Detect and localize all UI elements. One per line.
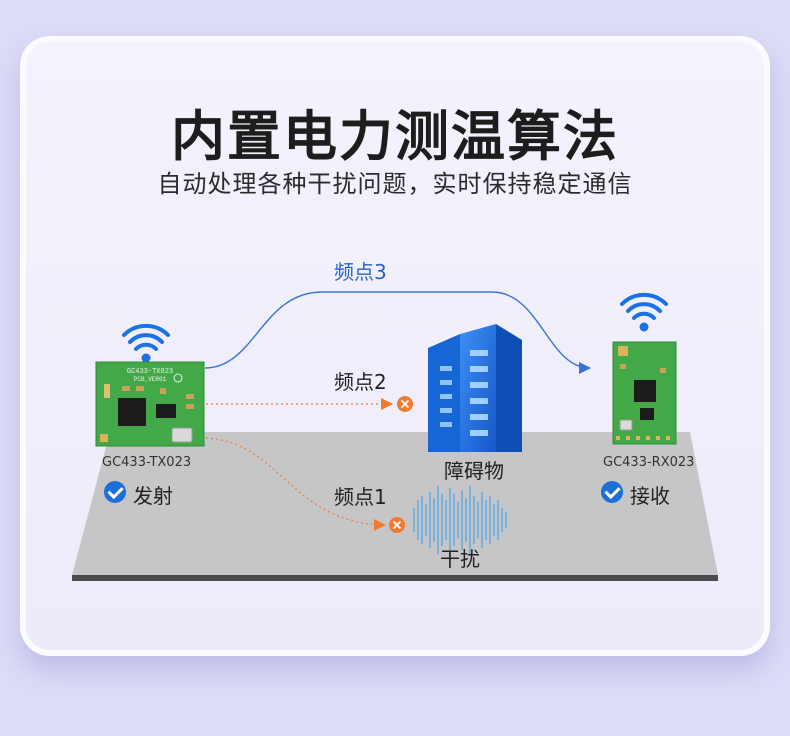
channel-2-arrowhead xyxy=(381,398,393,410)
channel-1-arrowhead xyxy=(374,519,386,531)
channel-3-label: 频点3 xyxy=(334,260,387,284)
page-subtitle: 自动处理各种干扰问题，实时保持稳定通信 xyxy=(157,170,633,198)
channel-2-label: 频点2 xyxy=(334,370,387,394)
wifi-icon xyxy=(122,323,170,363)
floor-slab xyxy=(72,432,718,581)
wifi-icon xyxy=(620,292,668,332)
transmitter-model: GC433-TX023 xyxy=(102,455,192,470)
obstacle-label: 障碍物 xyxy=(444,459,504,483)
interference-wave-icon xyxy=(413,486,507,554)
svg-text:GC433-TX023: GC433-TX023 xyxy=(127,368,173,376)
svg-text:PCB_VER01: PCB_VER01 xyxy=(134,376,167,383)
transmitter-role: 发射 xyxy=(133,484,173,508)
channel-3-path xyxy=(204,291,591,369)
page-title: 内置电力测温算法 xyxy=(171,105,619,168)
checkmark-icon xyxy=(104,481,126,503)
receiver-role: 接收 xyxy=(630,484,670,508)
checkmark-icon xyxy=(601,481,623,503)
channel-1-path xyxy=(205,437,381,526)
receiver-model: GC433-RX023 xyxy=(603,455,695,470)
obstacle-building xyxy=(428,324,522,452)
channel-3-arrowhead xyxy=(579,362,591,374)
interference-label: 干扰 xyxy=(440,547,480,571)
transmitter-board: GC433-TX023 PCB_VER01 xyxy=(95,361,205,447)
channel-1-label: 频点1 xyxy=(334,485,387,509)
receiver-board xyxy=(612,341,677,445)
